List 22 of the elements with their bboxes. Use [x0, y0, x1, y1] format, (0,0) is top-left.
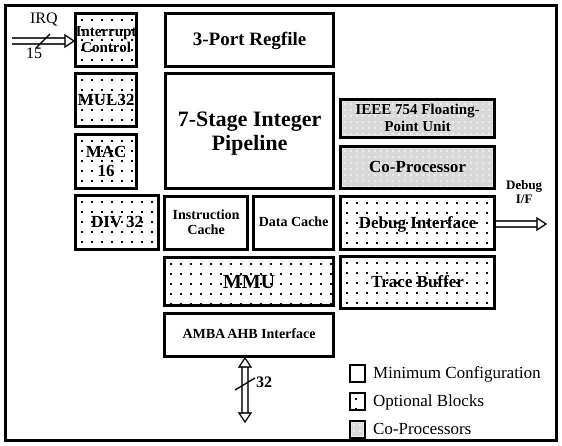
- trace-buffer-block: Trace Buffer: [339, 255, 496, 310]
- multiplier-block: MUL32: [74, 72, 138, 128]
- bus-width-label: 15: [26, 45, 42, 63]
- arrow-label: IRQ: [30, 10, 58, 28]
- data-cache-block: Data Cache: [252, 195, 335, 251]
- legend-label: Minimum Configuration: [373, 363, 541, 383]
- bus-arrow: [495, 216, 548, 232]
- pipeline-block: 7-Stage Integer Pipeline: [164, 72, 335, 190]
- bus-arrow: [238, 356, 252, 424]
- legend-label: Co-Processors: [373, 419, 472, 439]
- bus-interface-block: AMBA AHB Interface: [163, 312, 335, 358]
- fpu-block: IEEE 754 Floating-Point Unit: [339, 98, 496, 139]
- bus-arrow: [11, 34, 76, 48]
- arrow-label: Debug I/F: [504, 178, 544, 207]
- regfile-block: 3-Port Regfile: [164, 12, 335, 68]
- divider-block: DIV 32: [74, 194, 160, 251]
- instruction-cache-block: Instruction Cache: [163, 195, 249, 251]
- bus-width-label: 32: [256, 374, 272, 392]
- coprocessor-block: Co-Processor: [339, 145, 496, 190]
- debug-interface-block: Debug Interface: [339, 195, 496, 251]
- legend-label: Optional Blocks: [373, 391, 484, 411]
- mmu-block: MMU: [163, 256, 335, 307]
